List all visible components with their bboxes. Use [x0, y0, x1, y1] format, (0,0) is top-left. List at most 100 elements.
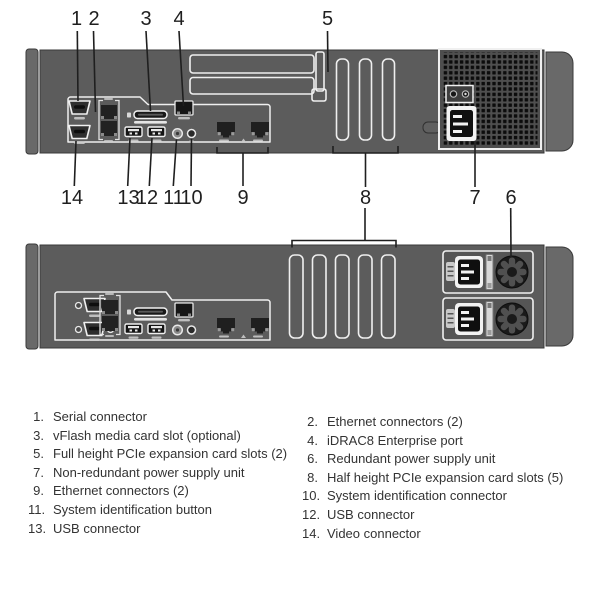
callout-9: 9	[237, 187, 249, 209]
ethernet-connector	[251, 318, 269, 334]
legend-num: 3.	[33, 427, 44, 443]
legend-num: 4.	[307, 432, 318, 448]
bottom-panel-left-cap	[25, 243, 39, 350]
callout-6: 6	[505, 187, 517, 209]
system-id-connector-icon	[186, 325, 197, 335]
top-panel-left-cap	[25, 48, 39, 155]
redundant-psu-bottom	[443, 298, 533, 340]
callout-11: 11	[163, 187, 184, 209]
callout-10: 10	[180, 187, 203, 209]
redundant-psu-top	[443, 251, 533, 293]
ethernet-connector	[217, 318, 235, 334]
legend-item: 6. Redundant power supply unit	[302, 452, 592, 465]
port-label-mark	[219, 335, 229, 338]
legend-text: Video connector	[327, 525, 421, 541]
callout-12: 12	[135, 187, 159, 209]
screw	[74, 325, 83, 334]
ethernet-connector-9a	[217, 122, 235, 138]
port-label-mark	[219, 139, 229, 142]
io-cluster-outline	[67, 96, 271, 143]
psu-inlet-slot	[453, 122, 468, 126]
legend-num: 14.	[302, 525, 321, 541]
legend-item: 9. Ethernet connectors (2)	[28, 484, 298, 497]
legend-item: 2.Ethernet connectors (2)	[302, 415, 592, 428]
half-height-slot	[334, 254, 350, 339]
screw	[74, 301, 83, 310]
port-label-mark	[253, 139, 263, 142]
legend-item: 7. Non-redundant power supply unit	[28, 466, 298, 479]
legend-text: System identification connector	[327, 488, 507, 504]
legend-column-right: 2.Ethernet connectors (2) 4.iDRAC8 Enter…	[302, 415, 592, 545]
port-label-mark	[253, 335, 263, 338]
legend-num: 1.	[33, 409, 44, 424]
half-height-slot	[358, 58, 373, 141]
legend-text: Serial connector	[53, 409, 147, 424]
legend-num: 9.	[33, 483, 44, 499]
pcie-latch-foot	[311, 88, 327, 102]
half-height-slot	[357, 254, 373, 339]
half-height-slot	[381, 58, 396, 141]
callout-8: 8	[359, 187, 372, 209]
legend-text: Half height PCIe expansion card slots (5…	[327, 469, 564, 485]
legend-text: Redundant power supply unit	[327, 451, 496, 467]
legend-num: 5.	[33, 446, 44, 462]
legend-text: USB connector	[53, 520, 141, 536]
callout-lines	[73, 30, 512, 258]
bottom-rear-panel	[25, 243, 574, 350]
legend-text: Ethernet connectors (2)	[53, 483, 189, 499]
legend-text: USB connector	[327, 506, 415, 522]
legend-num: 13.	[28, 520, 47, 536]
legend-text: System identification button	[53, 501, 212, 517]
callout-13: 13	[117, 187, 140, 209]
legend-item: 13. USB connector	[28, 520, 298, 536]
legend-num: 6.	[307, 451, 318, 467]
ethernet-connector-9b	[251, 122, 269, 138]
legend-num: 10.	[302, 488, 321, 504]
half-height-slot	[380, 254, 396, 339]
warning-glyph	[241, 334, 246, 338]
top-rear-panel	[25, 48, 574, 155]
legend-item: 12. USB connector	[302, 508, 592, 521]
system-id-button-dot	[175, 328, 180, 332]
half-height-slot	[288, 254, 304, 339]
legend-num: 11.	[28, 501, 46, 517]
legend-num: 7.	[33, 464, 44, 480]
legend-item: 5. Full height PCIe expansion card slots …	[28, 447, 298, 460]
legend-column-left: 1. Serial connector 3.vFlash media card s…	[28, 410, 298, 540]
legend-item: 14. Video connector	[302, 525, 592, 541]
callout-3: 3	[140, 8, 152, 30]
half-height-slot	[335, 58, 350, 141]
non-redundant-psu	[422, 48, 542, 150]
psu-aux-pin	[449, 90, 458, 98]
io-cluster-outline	[54, 291, 271, 341]
system-id-button-dot	[175, 131, 180, 136]
half-height-slot	[311, 254, 327, 339]
legend-text: Full height PCIe expansion card slots (2…	[53, 446, 288, 462]
callout-14: 14	[60, 187, 84, 209]
legend-item: 3.vFlash media card slot (optional)	[28, 427, 298, 443]
bottom-panel-right-cap	[545, 246, 574, 347]
legend-item: 10. System identification connector	[302, 489, 592, 502]
legend-text: Ethernet connectors (2)	[327, 414, 463, 429]
legend-item: 1. Serial connector	[28, 410, 298, 423]
callout-bracket-8-bottom	[291, 239, 397, 248]
callout-1: 1	[70, 8, 83, 30]
psu-aux-connector	[445, 84, 474, 104]
warning-glyph	[241, 138, 246, 142]
legend-text: Non-redundant power supply unit	[53, 464, 245, 480]
callout-4: 4	[173, 8, 185, 30]
callout-5: 5	[321, 8, 334, 30]
legend-item: 4.iDRAC8 Enterprise port	[302, 432, 592, 448]
top-panel-right-cap	[545, 51, 574, 152]
pcie-latch	[315, 51, 325, 92]
legend-num: 12.	[302, 506, 321, 522]
psu-inlet-slot	[453, 115, 462, 118]
psu-aux-pin-dot	[464, 92, 467, 96]
callout-7: 7	[469, 187, 481, 209]
full-height-pcie-slot-1	[189, 54, 315, 74]
system-id-connector-icon	[186, 128, 197, 139]
psu-inlet-slot	[453, 130, 462, 133]
legend-item: 8.Half height PCIe expansion card slots …	[302, 471, 592, 484]
